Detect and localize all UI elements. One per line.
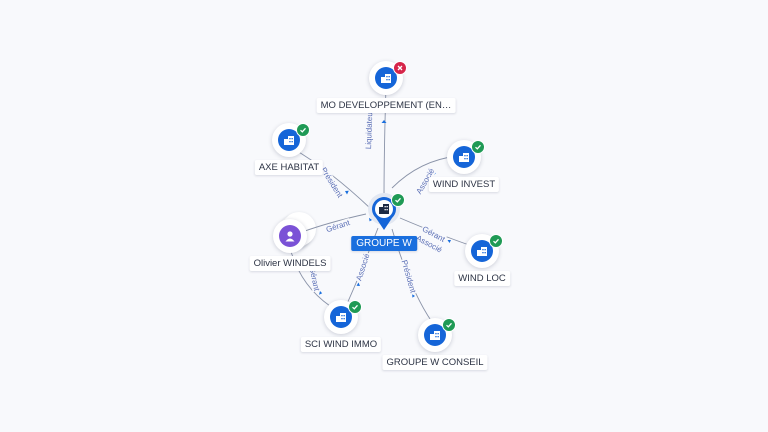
building-icon: [453, 146, 475, 168]
node-label: GROUPE W: [351, 236, 417, 251]
node-label: GROUPE W CONSEIL: [382, 355, 488, 370]
active-status-icon: [471, 140, 485, 154]
closed-status-icon: [393, 61, 407, 75]
building-icon: [278, 129, 300, 151]
person-icon: [279, 225, 301, 247]
edge-olivier-sci: [289, 247, 331, 307]
building-icon: [330, 306, 352, 328]
relation-label: Liquidateur: [364, 108, 375, 151]
building-icon: [375, 67, 397, 89]
node-label: MO DEVELOPPEMENT (EN…: [316, 98, 456, 113]
node-label: SCI WIND IMMO: [300, 337, 382, 352]
active-status-icon: [348, 300, 362, 314]
node-label: WIND LOC: [454, 271, 510, 286]
node-label: WIND INVEST: [428, 177, 500, 192]
active-status-icon: [296, 123, 310, 137]
node-label: Olivier WINDELS: [249, 256, 331, 271]
active-status-icon: [442, 318, 456, 332]
building-icon: [424, 324, 446, 346]
active-status-icon: [391, 193, 405, 207]
active-status-icon: [489, 234, 503, 248]
building-icon: [471, 240, 493, 262]
node-label: AXE HABITAT: [254, 160, 324, 175]
